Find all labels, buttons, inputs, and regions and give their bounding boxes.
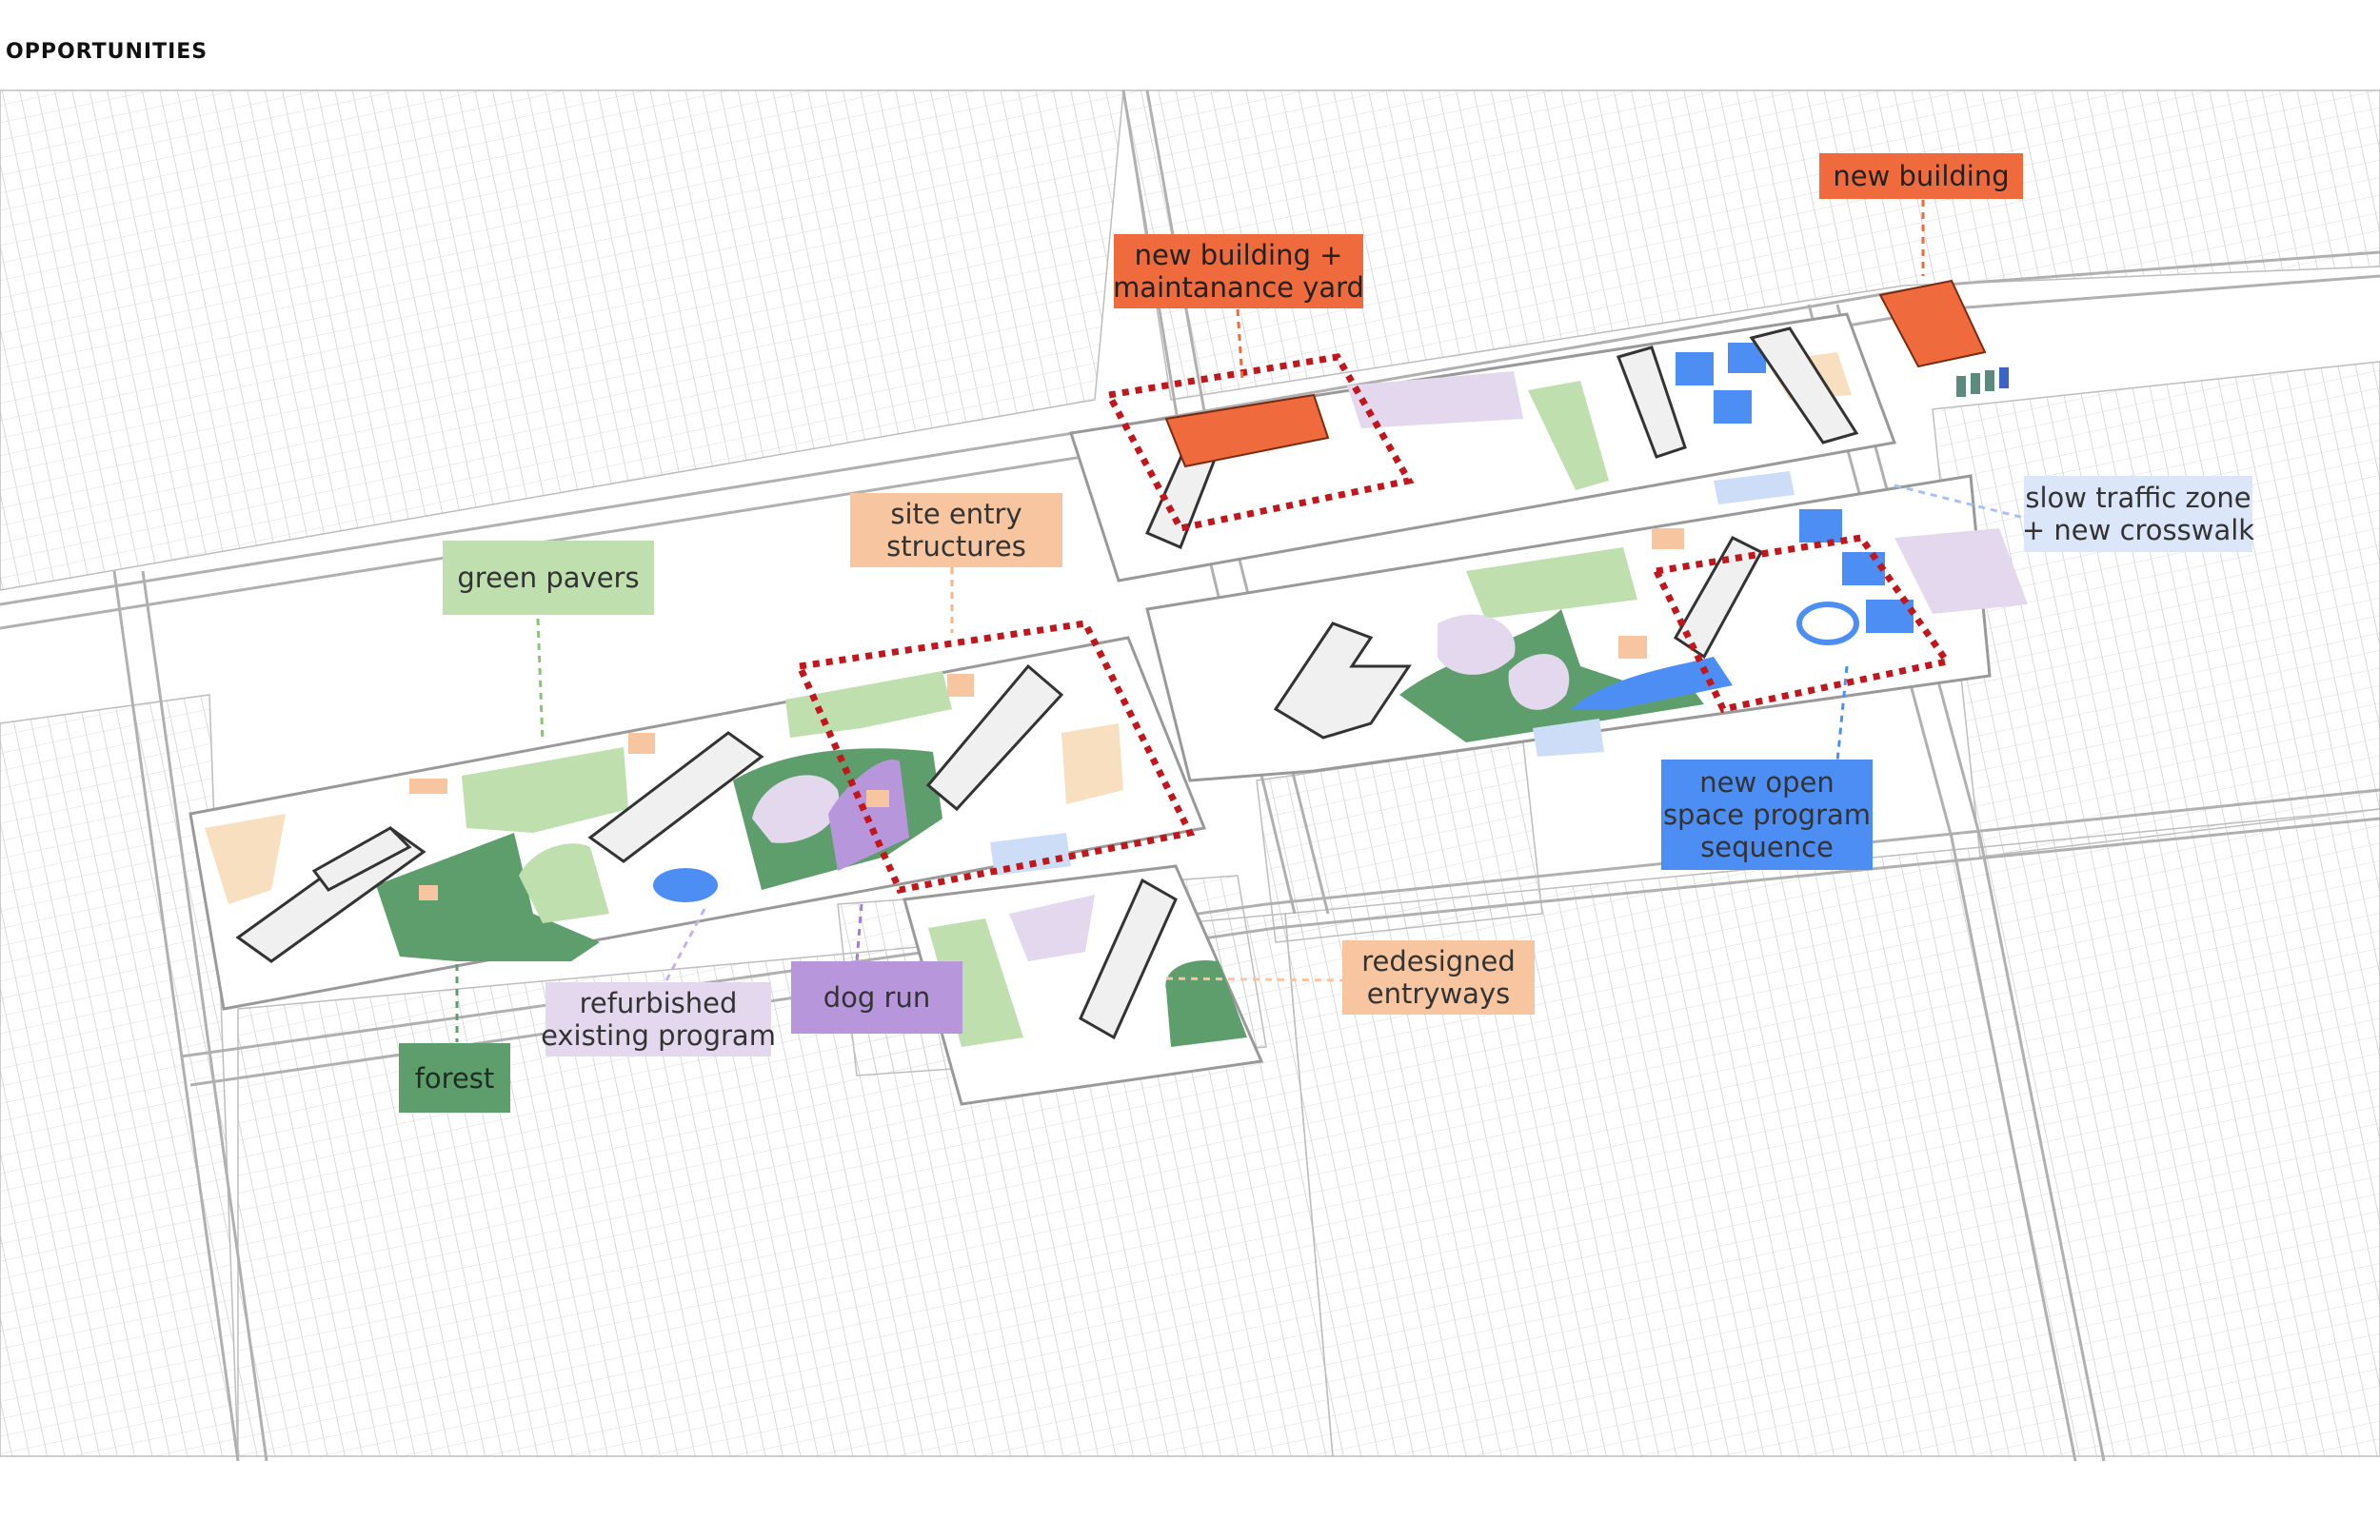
label-slow-traffic: slow traffic zone+ new crosswalk [2021, 476, 2255, 552]
page-title: OPPORTUNITIES [6, 40, 208, 64]
dog-run-area [828, 760, 909, 871]
label-line: forest [414, 1061, 495, 1095]
refurbished-program [752, 775, 840, 843]
refurbished-program-5 [1009, 895, 1095, 961]
site-axonometric-map [0, 89, 2380, 1461]
label-new-building-yard: new building +maintanance yard [1113, 234, 1364, 308]
label-line: entryways [1366, 977, 1511, 1010]
refurbished-program-4 [1347, 371, 1523, 428]
existing-buildings [235, 326, 1859, 1040]
green-pavers-west [462, 747, 628, 833]
label-line: new building [1833, 160, 2010, 192]
label-line: + new crosswalk [2021, 514, 2255, 546]
label-line: refurbished [579, 987, 738, 1019]
label-line: sequence [1700, 831, 1834, 863]
label-line: site entry [890, 498, 1022, 530]
label-line: space program [1662, 799, 1872, 831]
entry-structures [409, 528, 1684, 900]
label-line: slow traffic zone [2025, 482, 2251, 514]
streets [0, 89, 2380, 1461]
label-line: maintanance yard [1113, 271, 1364, 304]
green-pavers-south [928, 918, 1023, 1047]
label-new-building: new building [1819, 153, 2023, 199]
green-pavers-east [1466, 547, 1637, 619]
cars [1956, 367, 2009, 397]
label-line: green pavers [457, 562, 640, 594]
label-line: dog run [823, 981, 931, 1014]
leader-lines [455, 200, 2029, 1042]
refurbished-program-2 [1438, 614, 1516, 675]
highlight-areas [794, 353, 1953, 894]
label-line: redesigned [1361, 945, 1516, 977]
refurbished-program-3 [1508, 653, 1570, 710]
new-building [1878, 279, 1987, 368]
court [1894, 528, 2028, 614]
green-pavers-north [1528, 381, 1609, 490]
forest-area [376, 833, 600, 961]
label-dog-run: dog run [791, 961, 962, 1034]
label-line: structures [886, 530, 1026, 563]
label-line: existing program [541, 1019, 776, 1052]
new-building-yard [1164, 393, 1330, 468]
crosswalks [990, 471, 1795, 876]
label-line: new open [1699, 766, 1835, 799]
forest-area-4 [1165, 960, 1247, 1047]
highlight-east [1651, 534, 1953, 713]
label-green-pavers: green pavers [443, 541, 654, 615]
highlight-west [794, 620, 1196, 894]
label-forest: forest [399, 1043, 510, 1113]
label-line: new building + [1134, 239, 1343, 271]
blue-areas [653, 343, 1914, 902]
new-buildings [1164, 279, 2009, 468]
landscape [205, 343, 2028, 1047]
highlight-north [1103, 353, 1415, 532]
green-curve [519, 843, 609, 923]
